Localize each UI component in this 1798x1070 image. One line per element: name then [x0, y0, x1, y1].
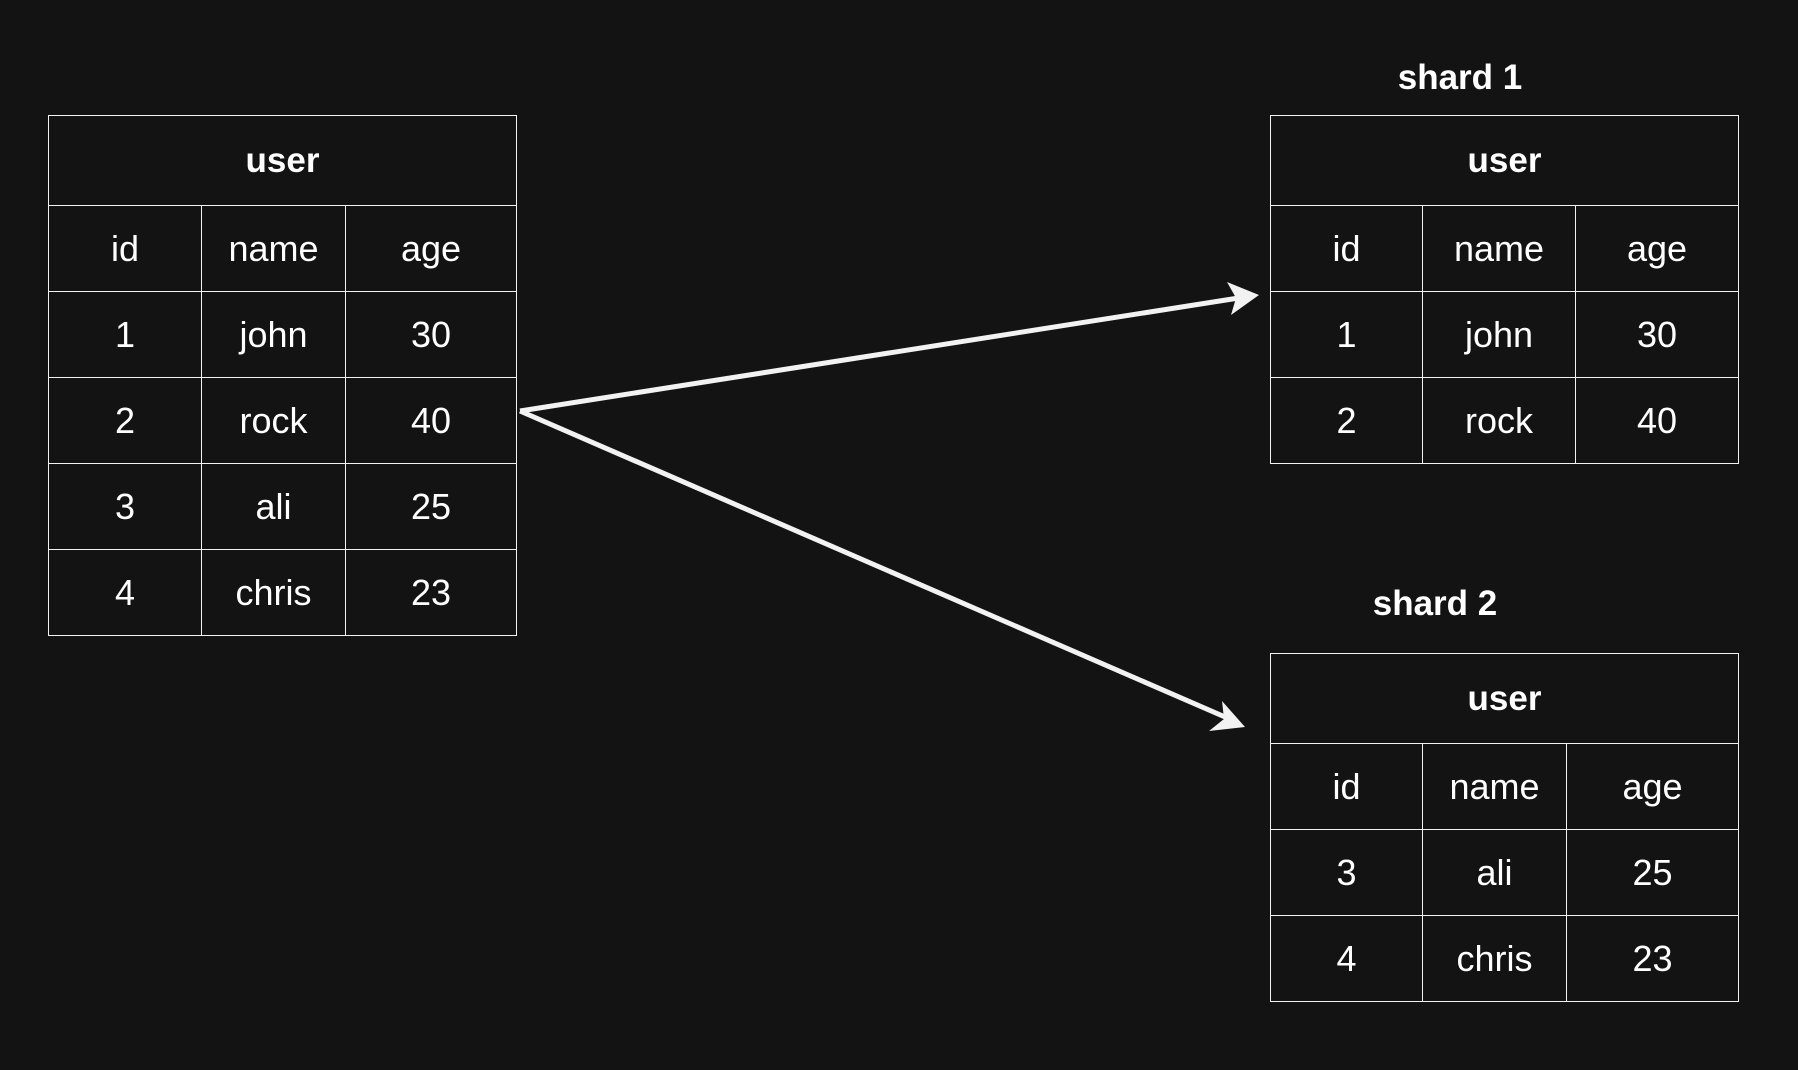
- column-header-age: age: [344, 205, 518, 292]
- table-header-row: id name age: [1270, 205, 1740, 292]
- cell-name: john: [1422, 291, 1576, 378]
- table-header-row: id name age: [1270, 743, 1740, 830]
- arrow-to-shard-1: [519, 282, 1259, 414]
- table-row: 3 ali 25: [48, 463, 518, 550]
- table-row: 2 rock 40: [1270, 377, 1740, 464]
- cell-age: 40: [1574, 377, 1740, 464]
- table-title: user: [47, 115, 518, 206]
- cell-id: 2: [48, 377, 202, 464]
- cell-age: 40: [344, 377, 518, 464]
- shard-2-user-table: user id name age 3 ali 25 4 chris 23: [1269, 653, 1740, 1002]
- table-row: 1 john 30: [48, 291, 518, 378]
- column-header-name: name: [201, 205, 346, 292]
- cell-name: ali: [1422, 829, 1567, 916]
- table-title: user: [1269, 653, 1740, 744]
- column-header-id: id: [48, 205, 202, 292]
- cell-name: ali: [201, 463, 346, 550]
- arrow-to-shard-2: [519, 408, 1245, 731]
- cell-id: 4: [48, 549, 202, 636]
- cell-age: 30: [1574, 291, 1740, 378]
- cell-age: 25: [344, 463, 518, 550]
- table-row: 1 john 30: [1270, 291, 1740, 378]
- table-row: 4 chris 23: [1270, 915, 1740, 1002]
- table-row: 3 ali 25: [1270, 829, 1740, 916]
- cell-age: 30: [344, 291, 518, 378]
- column-header-age: age: [1565, 743, 1740, 830]
- cell-name: john: [201, 291, 346, 378]
- cell-id: 2: [1270, 377, 1423, 464]
- cell-id: 1: [48, 291, 202, 378]
- source-user-table: user id name age 1 john 30 2 rock 40 3 a…: [47, 115, 518, 636]
- cell-id: 3: [48, 463, 202, 550]
- cell-name: chris: [201, 549, 346, 636]
- table-title: user: [1269, 115, 1740, 206]
- shard-1-label: shard 1: [1397, 58, 1523, 97]
- column-header-id: id: [1270, 743, 1423, 830]
- column-header-name: name: [1422, 743, 1567, 830]
- cell-age: 25: [1565, 829, 1740, 916]
- cell-name: rock: [201, 377, 346, 464]
- table-row: 2 rock 40: [48, 377, 518, 464]
- column-header-age: age: [1574, 205, 1740, 292]
- cell-id: 3: [1270, 829, 1423, 916]
- cell-name: rock: [1422, 377, 1576, 464]
- cell-id: 4: [1270, 915, 1423, 1002]
- table-header-row: id name age: [48, 205, 518, 292]
- cell-age: 23: [344, 549, 518, 636]
- table-row: 4 chris 23: [48, 549, 518, 636]
- column-header-id: id: [1270, 205, 1423, 292]
- shard-1-user-table: user id name age 1 john 30 2 rock 40: [1269, 115, 1740, 464]
- cell-id: 1: [1270, 291, 1423, 378]
- column-header-name: name: [1422, 205, 1576, 292]
- cell-age: 23: [1565, 915, 1740, 1002]
- shard-2-label: shard 2: [1372, 584, 1498, 623]
- cell-name: chris: [1422, 915, 1567, 1002]
